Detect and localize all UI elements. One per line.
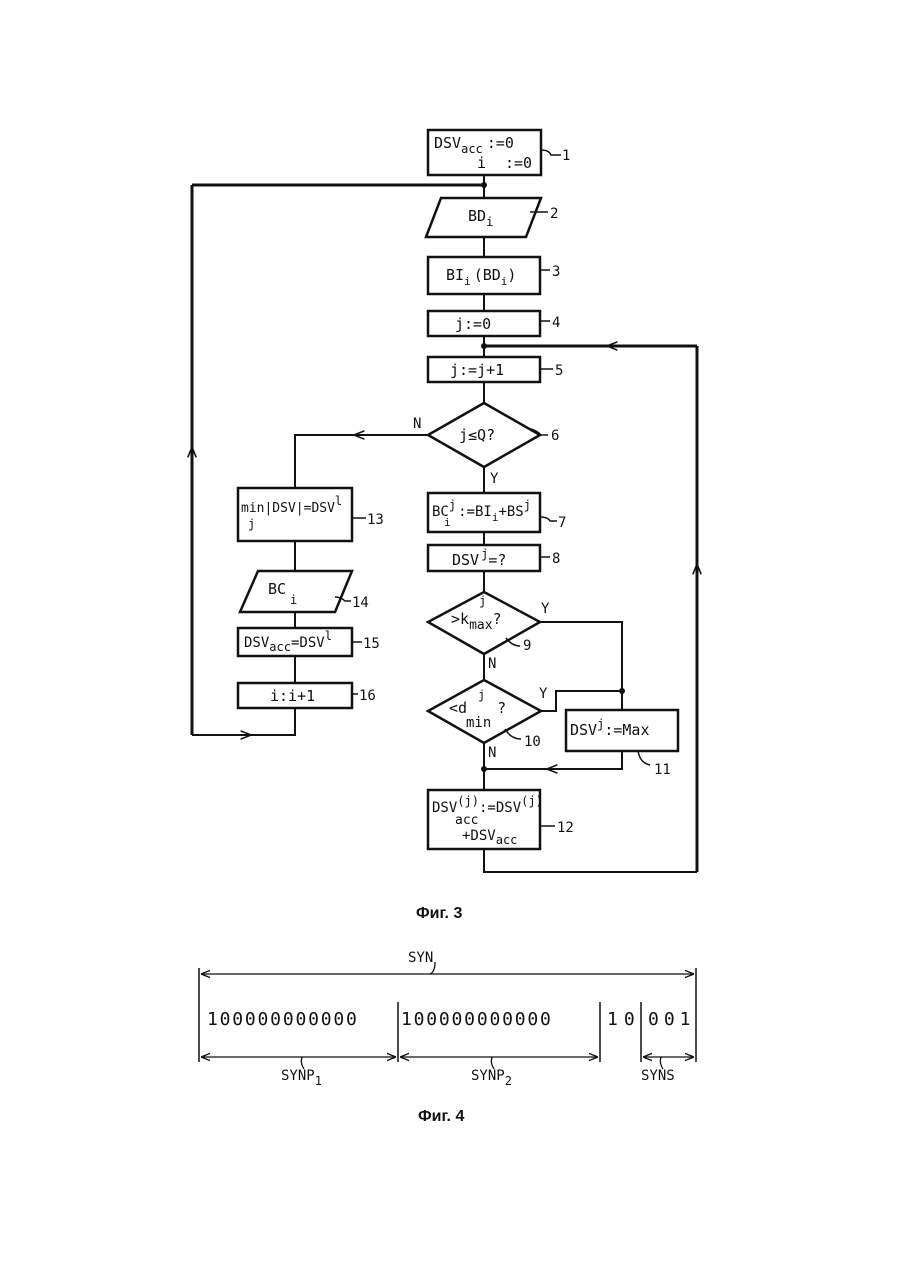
ref-9: 9 [523,638,531,654]
block-4: j:=0 4 [428,311,560,336]
bits-synp2: 100000000000 [401,1009,553,1030]
bits-synp1: 100000000000 [207,1009,359,1030]
block-16: i:i+1 16 [238,683,376,708]
svg-text:j: j [479,594,486,608]
decision-9: >kmax? j 9 Y N [428,592,550,672]
ref-7: 7 [558,515,566,531]
ref-16: 16 [359,688,376,704]
label-no-6: N [413,416,421,432]
block-13: min|DSV|=DSVl j 13 [238,488,384,541]
label-yes-9: Y [541,601,550,617]
flowchart-figure-3: DSVacc:=0 i :=0 1 BDi 2 BIi(BDi) 3 j:=0 … [192,130,697,922]
svg-text:j: j [248,517,255,531]
ref-3: 3 [552,264,560,280]
block-7: BCj:=BIi+BSj i 7 [428,493,566,532]
bits-syns-b: 001 [648,1009,696,1030]
ref-5: 5 [555,363,563,379]
svg-text:i:i+1: i:i+1 [270,687,315,705]
ref-10: 10 [524,734,541,750]
svg-text:acc: acc [455,813,478,828]
ref-4: 4 [552,315,560,331]
ref-13: 13 [367,512,384,528]
block-14-output: BC i 14 [240,571,369,612]
svg-text:j:=j+1: j:=j+1 [450,361,504,379]
svg-text:i: i [444,516,451,529]
ref-15: 15 [363,636,380,652]
block-8: DSVj=? 8 [428,545,560,571]
synp2-label: SYNP2 [471,1068,512,1088]
ref-1: 1 [562,148,570,164]
label-no-10: N [488,745,496,761]
syn-label: SYN [408,950,433,966]
block-15: DSVacc=DSVl 15 [238,628,380,656]
sync-word-figure-4: SYN 100000000000 100000000000 10 001 SYN… [199,950,696,1125]
ref-14: 14 [352,595,369,611]
svg-text:DSVj:=Max: DSVj:=Max [570,717,649,739]
svg-text:i: i [290,593,297,607]
svg-text::=0: :=0 [505,154,532,172]
ref-6: 6 [551,428,559,444]
decision-10: <d? j min 10 Y N [428,680,548,761]
block-2-input: BDi 2 [426,198,558,237]
svg-text:j:=0: j:=0 [455,315,491,333]
syns-label: SYNS [641,1068,675,1084]
svg-text:BC: BC [268,580,286,598]
figure-3-caption: Фиг. 3 [416,905,462,922]
block-12: DSV(j):=DSV(j) acc +DSVacc 12 [428,790,574,849]
svg-text:j: j [478,688,485,702]
block-1-init: DSVacc:=0 i :=0 1 [428,130,570,175]
ref-11: 11 [654,762,671,778]
block-3: BIi(BDi) 3 [428,257,560,294]
decision-6: j≤Q? 6 N Y [413,403,559,487]
figure-4-caption: Фиг. 4 [418,1108,464,1125]
synp1-label: SYNP1 [281,1068,322,1088]
ref-12: 12 [557,820,574,836]
ref-8: 8 [552,551,560,567]
bits-syns-a: 10 [607,1009,641,1030]
label-yes-6: Y [490,471,499,487]
label-yes-10: Y [539,686,548,702]
label-no-9: N [488,656,496,672]
block-5: j:=j+1 5 [428,357,563,382]
svg-text:j≤Q?: j≤Q? [459,426,495,444]
svg-text:min: min [466,715,491,731]
ref-2: 2 [550,206,558,222]
svg-text:i: i [477,154,486,172]
